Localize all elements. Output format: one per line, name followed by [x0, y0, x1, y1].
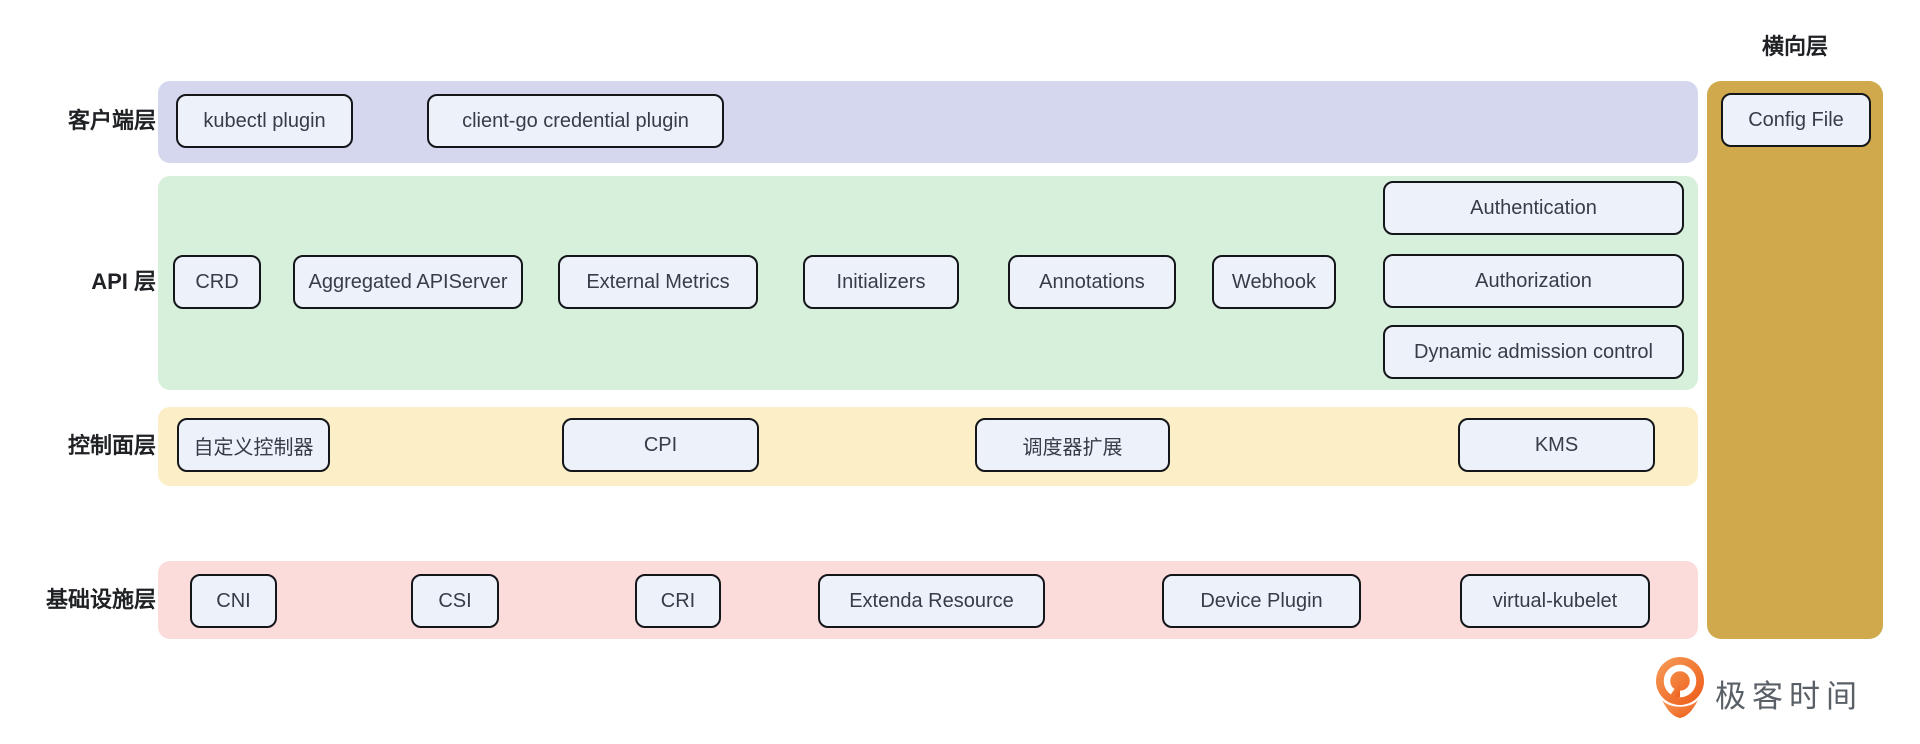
custom-controller-node: 自定义控制器 [177, 418, 330, 472]
scheduler-extension-node: 调度器扩展 [975, 418, 1170, 472]
cri-node: CRI [635, 574, 721, 628]
dynamic-admission-control-node: Dynamic admission control [1383, 325, 1684, 379]
control-plane-layer-band [158, 407, 1698, 486]
csi-node: CSI [411, 574, 499, 628]
horizontal-layer-band [1707, 81, 1883, 639]
initializers-node: Initializers [803, 255, 959, 309]
aggregated-apiserver-node: Aggregated APIServer [293, 255, 523, 309]
extenda-resource-node: Extenda Resource [818, 574, 1045, 628]
infrastructure-layer-label: 基础设施层 [45, 587, 156, 612]
geektime-logo: 极客时间 [1654, 656, 1863, 730]
virtual-kubelet-node: virtual-kubelet [1460, 574, 1650, 628]
api-layer-label: API 层 [91, 269, 156, 294]
kms-node: KMS [1458, 418, 1655, 472]
horizontal-layer-label: 横向层 [1761, 34, 1828, 59]
client-layer-band [158, 81, 1698, 163]
control-plane-layer-label: 控制面层 [67, 433, 156, 458]
client-go-credential-plugin-node: client-go credential plugin [427, 94, 724, 148]
device-plugin-node: Device Plugin [1162, 574, 1361, 628]
authentication-node: Authentication [1383, 181, 1684, 235]
kubectl-plugin-node: kubectl plugin [176, 94, 353, 148]
annotations-node: Annotations [1008, 255, 1176, 309]
cni-node: CNI [190, 574, 277, 628]
geektime-logo-text: 极客时间 [1715, 678, 1863, 714]
crd-node: CRD [173, 255, 261, 309]
geektime-pin-icon [1656, 657, 1704, 718]
authorization-node: Authorization [1383, 254, 1684, 308]
config-file-node: Config File [1721, 93, 1871, 147]
client-layer-label: 客户端层 [67, 108, 156, 133]
webhook-node: Webhook [1212, 255, 1336, 309]
cpi-node: CPI [562, 418, 759, 472]
external-metrics-node: External Metrics [558, 255, 758, 309]
